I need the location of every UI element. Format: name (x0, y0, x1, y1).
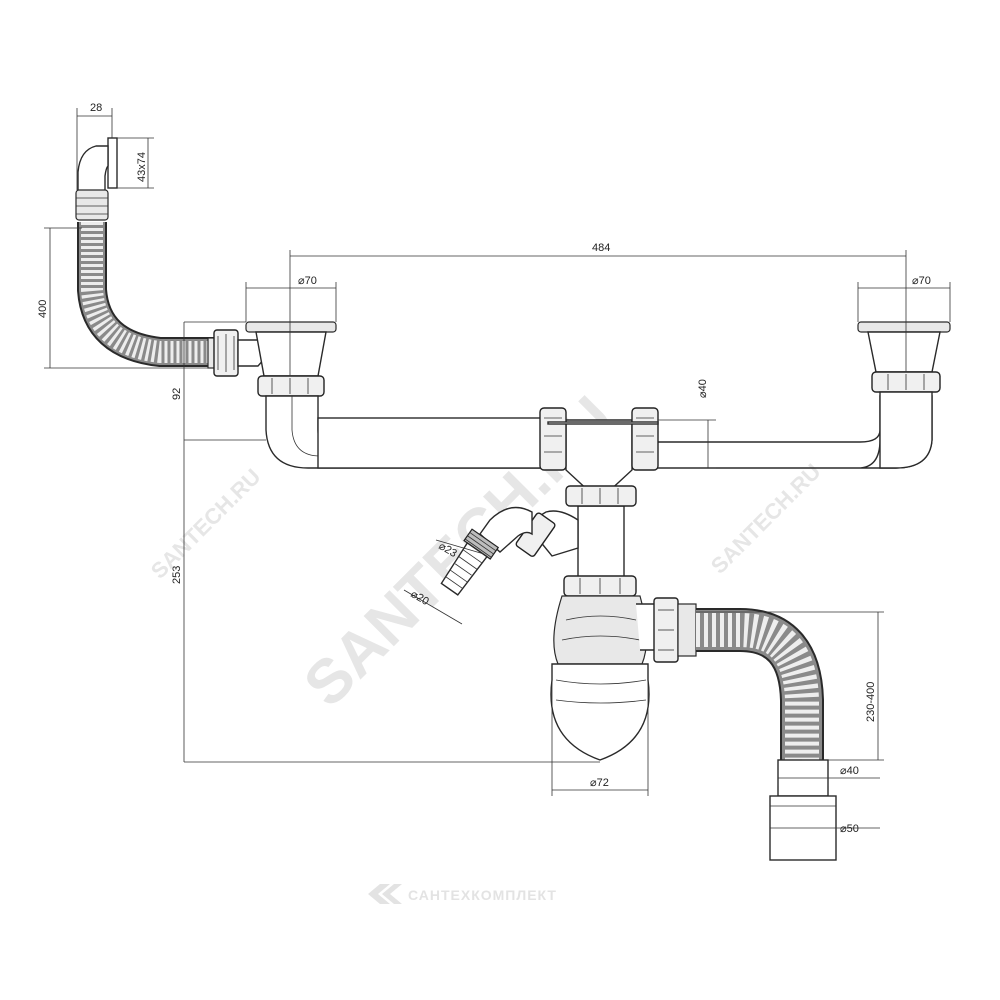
dim-outlet-size: 43x74 (136, 152, 148, 182)
dimension-lines (44, 108, 951, 829)
dim-pipe: ⌀40 (697, 379, 709, 398)
dim-overflow-hose: 400 (37, 300, 49, 318)
center-pipe (317, 417, 549, 469)
overflow-hose (77, 222, 218, 367)
bottle-trap (550, 575, 661, 761)
dim-bowl-left: ⌀70 (298, 275, 317, 287)
vertical-pipe (577, 505, 625, 579)
central-tee (539, 407, 659, 495)
right-bowl-outlet (857, 321, 951, 469)
dim-bowl-right: ⌀70 (912, 275, 931, 287)
watermark-side-left: SANTECH.RU (146, 464, 266, 584)
dim-height-92: 92 (171, 388, 183, 400)
santech-logo-icon (368, 884, 402, 904)
drain-outlet (769, 759, 837, 861)
side-nozzle (440, 506, 579, 596)
brand-footer: САНТЕХКОМПЛЕКТ (368, 884, 557, 904)
dim-outlet-40: ⌀40 (840, 765, 859, 777)
dim-outlet-50: ⌀50 (840, 823, 859, 835)
dim-bowl-spacing: 484 (592, 242, 610, 254)
watermark-side-right: SANTECH.RU (706, 459, 826, 579)
dim-height-253: 253 (171, 566, 183, 584)
dimension-labels: 28 43x74 400 484 ⌀70 ⌀70 ⌀40 92 253 ⌀23 … (37, 102, 931, 835)
tee-lower-nut (565, 485, 637, 507)
brand-name: САНТЕХКОМПЛЕКТ (408, 887, 557, 903)
drain-hose (696, 608, 824, 760)
bottle-outlet-nut (653, 597, 697, 663)
dim-bottle: ⌀72 (590, 777, 609, 789)
overflow-outlet (75, 137, 118, 221)
dim-outlet-width: 28 (90, 102, 102, 114)
dim-drain-hose: 230-400 (865, 682, 877, 722)
left-bowl-outlet (245, 321, 337, 397)
